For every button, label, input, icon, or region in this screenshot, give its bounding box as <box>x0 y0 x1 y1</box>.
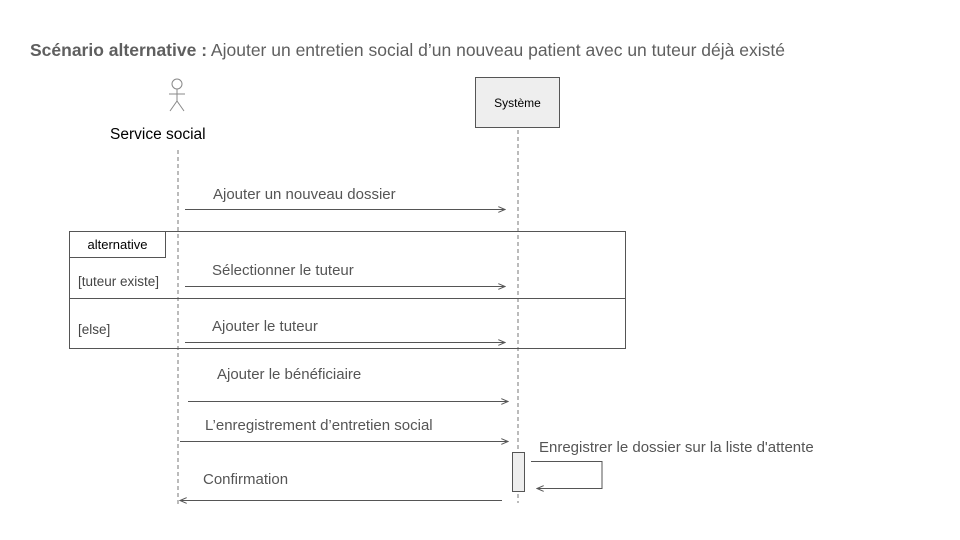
message-label-1: Ajouter un nouveau dossier <box>213 186 396 203</box>
title-rest: Ajouter un entretien social d’un nouveau… <box>207 40 785 60</box>
fragment-guard-1: [tuteur existe] <box>78 274 160 289</box>
message-label-4: Ajouter le bénéficiaire <box>217 366 362 383</box>
alt-fragment-frame <box>69 231 626 349</box>
title-bold: Scénario alternative : <box>30 40 208 60</box>
system-name: Système <box>494 95 541 110</box>
system-box: Système <box>475 77 560 128</box>
fragment-operator: alternative <box>70 232 166 258</box>
activation-bar <box>512 452 525 492</box>
self-message-arrow <box>531 461 603 489</box>
diagram-title: Scénario alternative : Ajouter un entret… <box>30 40 785 61</box>
message-label-2: Sélectionner le tuteur <box>212 262 354 279</box>
message-label-7: Confirmation <box>203 471 289 488</box>
fragment-operator-label: alternative <box>87 237 148 252</box>
stick-figure-icon <box>169 78 185 112</box>
actor-name: Service social <box>110 126 206 143</box>
message-label-6: Enregistrer le dossier sur la liste d'at… <box>539 439 814 456</box>
fragment-guard-2: [else] <box>78 322 111 337</box>
message-label-3: Ajouter le tuteur <box>212 318 318 335</box>
message-label-5: L’enregistrement d’entretien social <box>205 417 433 434</box>
